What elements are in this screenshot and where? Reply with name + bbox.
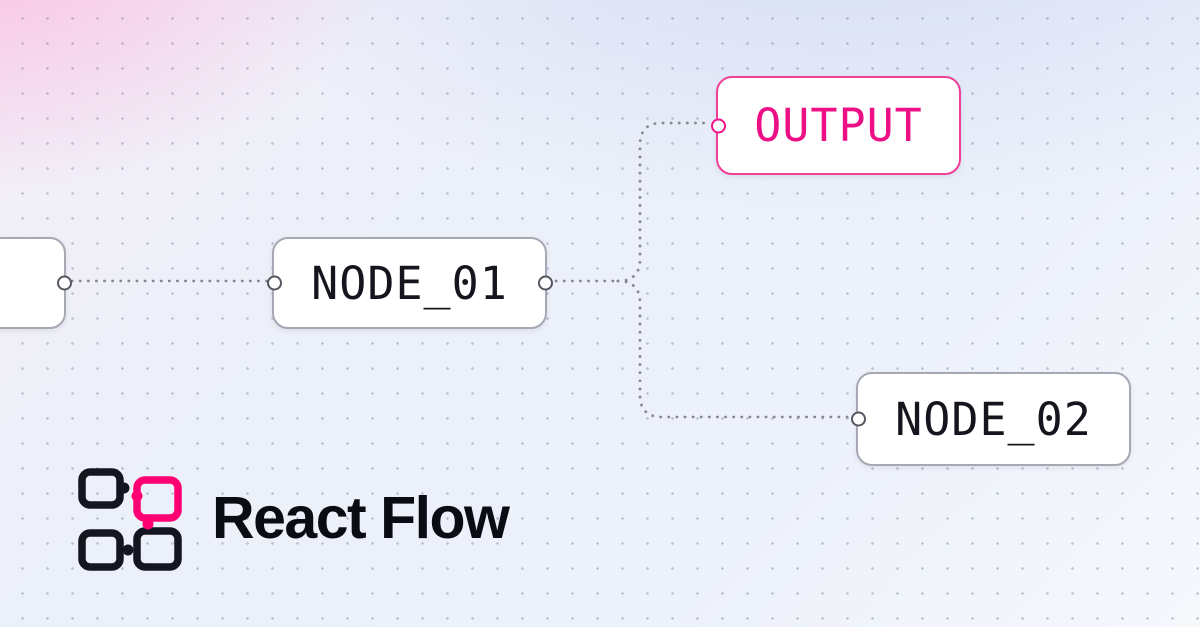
bottom-strip <box>0 627 1200 640</box>
node-input-partial[interactable] <box>0 237 72 329</box>
source-handle[interactable] <box>56 275 72 291</box>
node-label: NODE_01 <box>311 256 508 310</box>
edge-node01-to-node02 <box>616 279 853 419</box>
edge-node01-to-output <box>616 121 713 283</box>
node-label: OUTPUT <box>754 99 923 152</box>
brand-wordmark: React Flow <box>212 484 510 551</box>
dot-grid-background <box>0 0 1200 627</box>
react-flow-logo-icon <box>78 468 182 571</box>
node-output[interactable]: OUTPUT <box>710 76 961 175</box>
target-handle[interactable] <box>710 118 726 133</box>
target-handle[interactable] <box>266 275 282 291</box>
brand-lockup: React Flow <box>78 462 510 574</box>
node-02[interactable]: NODE_02 <box>850 372 1131 466</box>
node-01[interactable]: NODE_01 <box>266 237 553 329</box>
target-handle[interactable] <box>850 411 866 427</box>
source-handle[interactable] <box>537 275 553 291</box>
node-label: NODE_02 <box>895 392 1092 446</box>
